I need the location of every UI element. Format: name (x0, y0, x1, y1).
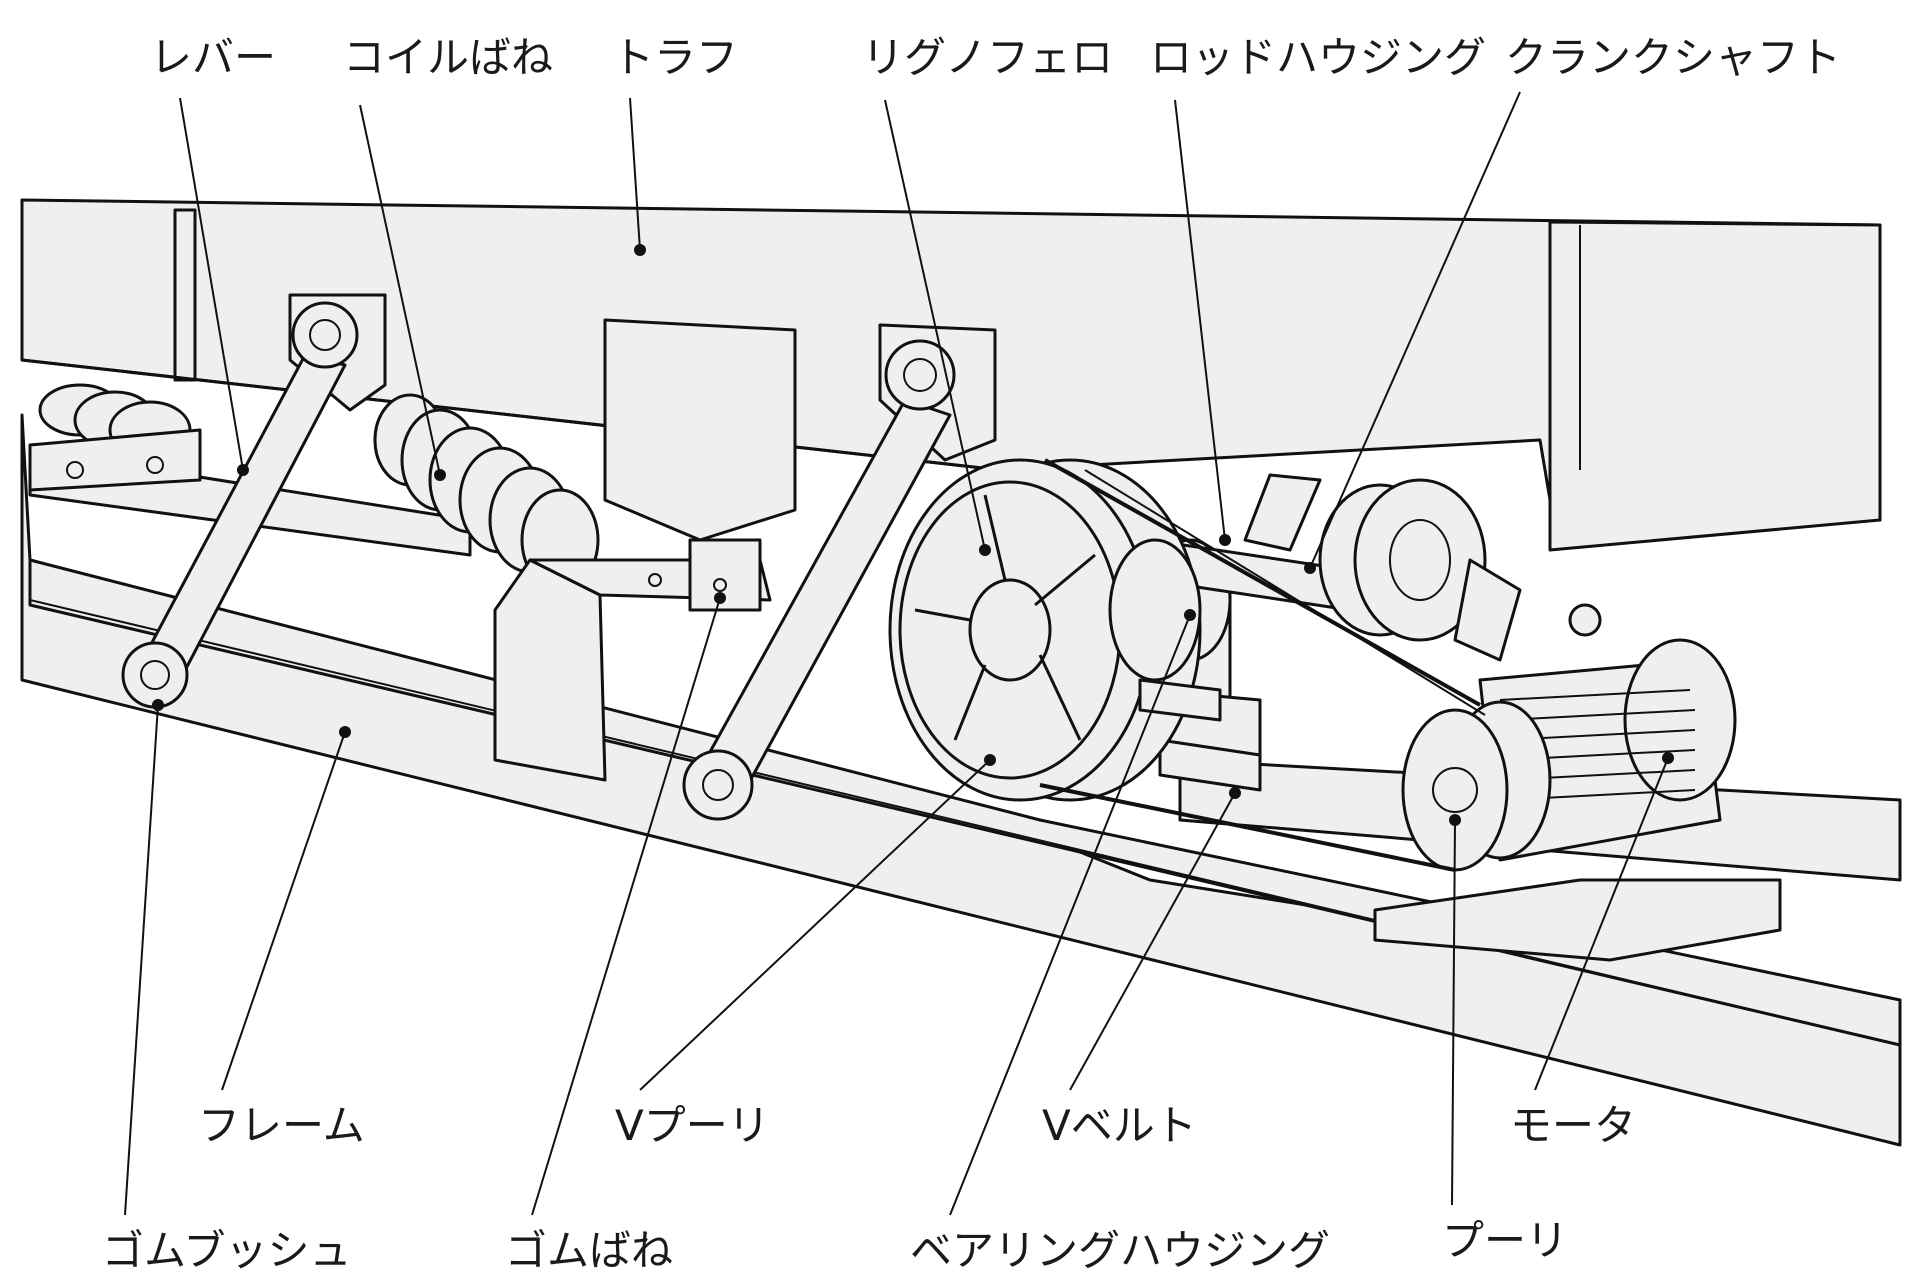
motor-illustration (1373, 603, 1782, 962)
label-v-pulley: Vプーリ (615, 1101, 770, 1150)
label-coil-spring: コイルばね (343, 33, 553, 82)
v-belt-illustration (1039, 458, 1486, 872)
label-pulley: プーリ (1442, 1216, 1568, 1265)
right-lever-illustration (682, 323, 997, 821)
leader-trough (629, 97, 641, 251)
leader-lever (179, 97, 244, 471)
label-motor: モータ (1510, 1101, 1636, 1150)
rubber-spring-block-illustration (603, 318, 797, 612)
leader-rignoferro (884, 99, 986, 551)
leader-lines (124, 91, 1674, 1216)
coil-spring-illustration (373, 393, 772, 782)
leader-crankshaft (1309, 91, 1521, 569)
left-coil-spring-illustration (28, 383, 202, 492)
leader-rubber-bush (124, 704, 159, 1216)
leader-rod-housing (1174, 99, 1226, 541)
leader-pulley (1451, 819, 1456, 1206)
label-lever: レバー (150, 33, 276, 82)
label-crankshaft: クランクシャフト (1505, 33, 1841, 82)
crankshaft-illustration (1148, 473, 1522, 662)
left-lever-illustration (121, 293, 387, 709)
leader-v-pulley (639, 759, 991, 1091)
label-trough: トラフ (612, 33, 738, 82)
label-bearing-housing: ベアリングハウジング (910, 1226, 1330, 1275)
leader-v-belt (1069, 792, 1236, 1091)
label-v-belt: Vベルト (1042, 1101, 1197, 1150)
leader-motor (1534, 757, 1669, 1091)
part-labels: レバー コイルばね トラフ リグノフェロ ロッドハウジング クランクシャフト フ… (102, 33, 1841, 1275)
leader-coil-spring (359, 104, 441, 476)
leader-frame (221, 731, 346, 1091)
label-rignoferro: リグノフェロ (862, 33, 1113, 82)
label-frame: フレーム (198, 1101, 365, 1150)
label-rubber-bush: ゴムブッシュ (102, 1226, 351, 1275)
label-rod-housing: ロッドハウジング (1150, 33, 1486, 82)
label-rubber-spring: ゴムばね (505, 1226, 673, 1275)
leader-rubber-spring (531, 597, 721, 1216)
leader-bearing-housing (949, 614, 1191, 1216)
